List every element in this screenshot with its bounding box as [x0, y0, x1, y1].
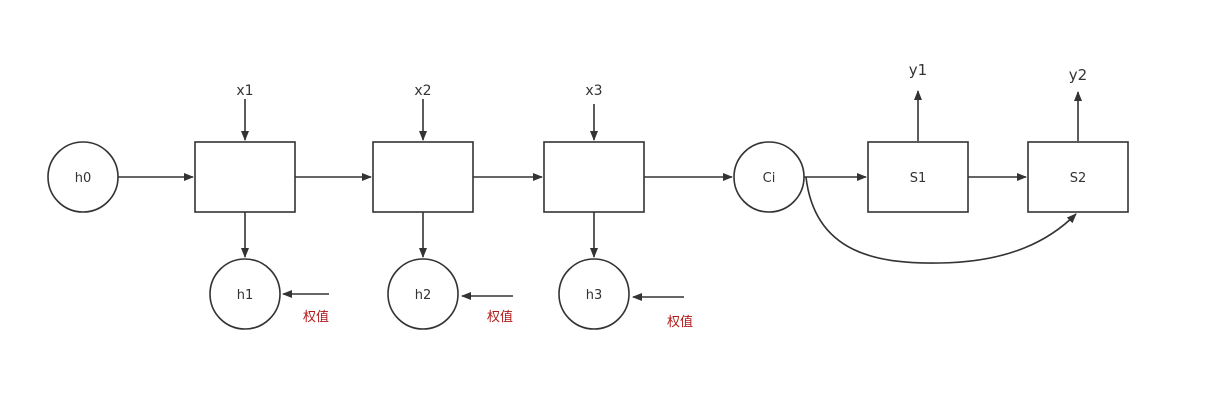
node-h2: h2 — [387, 258, 459, 330]
rnn-cell-3 — [543, 141, 645, 213]
node-ci-label: Ci — [763, 171, 776, 186]
node-h1: h1 — [209, 258, 281, 330]
node-s1: S1 — [867, 141, 969, 213]
node-h0: h0 — [47, 141, 119, 213]
node-h3: h3 — [558, 258, 630, 330]
weight-label-2: 权值 — [487, 309, 513, 325]
input-x2-label: x2 — [414, 83, 431, 99]
node-s2-label: S2 — [1070, 171, 1087, 186]
node-s1-label: S1 — [910, 171, 927, 186]
weight-label-1: 权值 — [303, 309, 329, 325]
weight-label-3: 权值 — [667, 314, 693, 330]
output-y1-label: y1 — [909, 61, 927, 79]
input-x1-label: x1 — [236, 83, 253, 99]
node-s2: S2 — [1027, 141, 1129, 213]
node-h2-label: h2 — [415, 288, 432, 303]
node-h3-label: h3 — [586, 288, 603, 303]
rnn-cell-2 — [372, 141, 474, 213]
input-x3-label: x3 — [585, 83, 602, 99]
node-h0-label: h0 — [75, 171, 92, 186]
node-ci: Ci — [733, 141, 805, 213]
node-h1-label: h1 — [237, 288, 254, 303]
edge-ci-to-s2-curve — [805, 176, 1077, 264]
rnn-cell-1 — [194, 141, 296, 213]
output-y2-label: y2 — [1069, 66, 1087, 84]
